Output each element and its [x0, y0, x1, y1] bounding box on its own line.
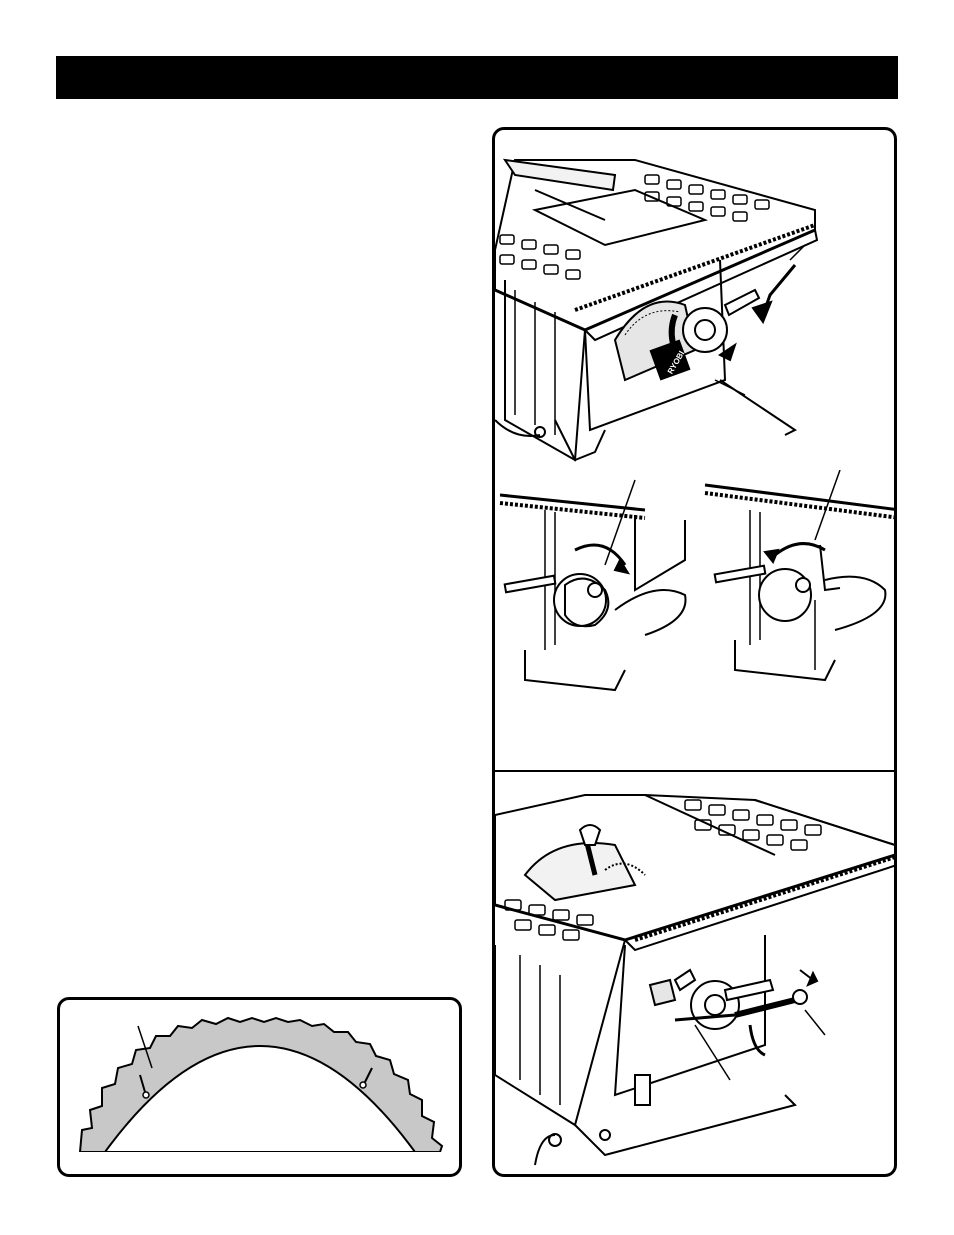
- blade-inset-panel: [57, 997, 462, 1177]
- panel-divider: [495, 770, 894, 772]
- knob-detail-illustrations: [499, 470, 894, 692]
- table-saw-adjustment-illustration: [495, 794, 894, 1166]
- section-header-bar: [56, 56, 898, 99]
- saw-blade-illustration: [78, 1016, 444, 1152]
- blade-inner-arc: [103, 1045, 417, 1152]
- illustration-panel: RYOBI: [492, 127, 897, 1177]
- table-saw-bevel-illustration: RYOBI: [495, 158, 819, 462]
- blade-leader-line: [137, 1025, 153, 1069]
